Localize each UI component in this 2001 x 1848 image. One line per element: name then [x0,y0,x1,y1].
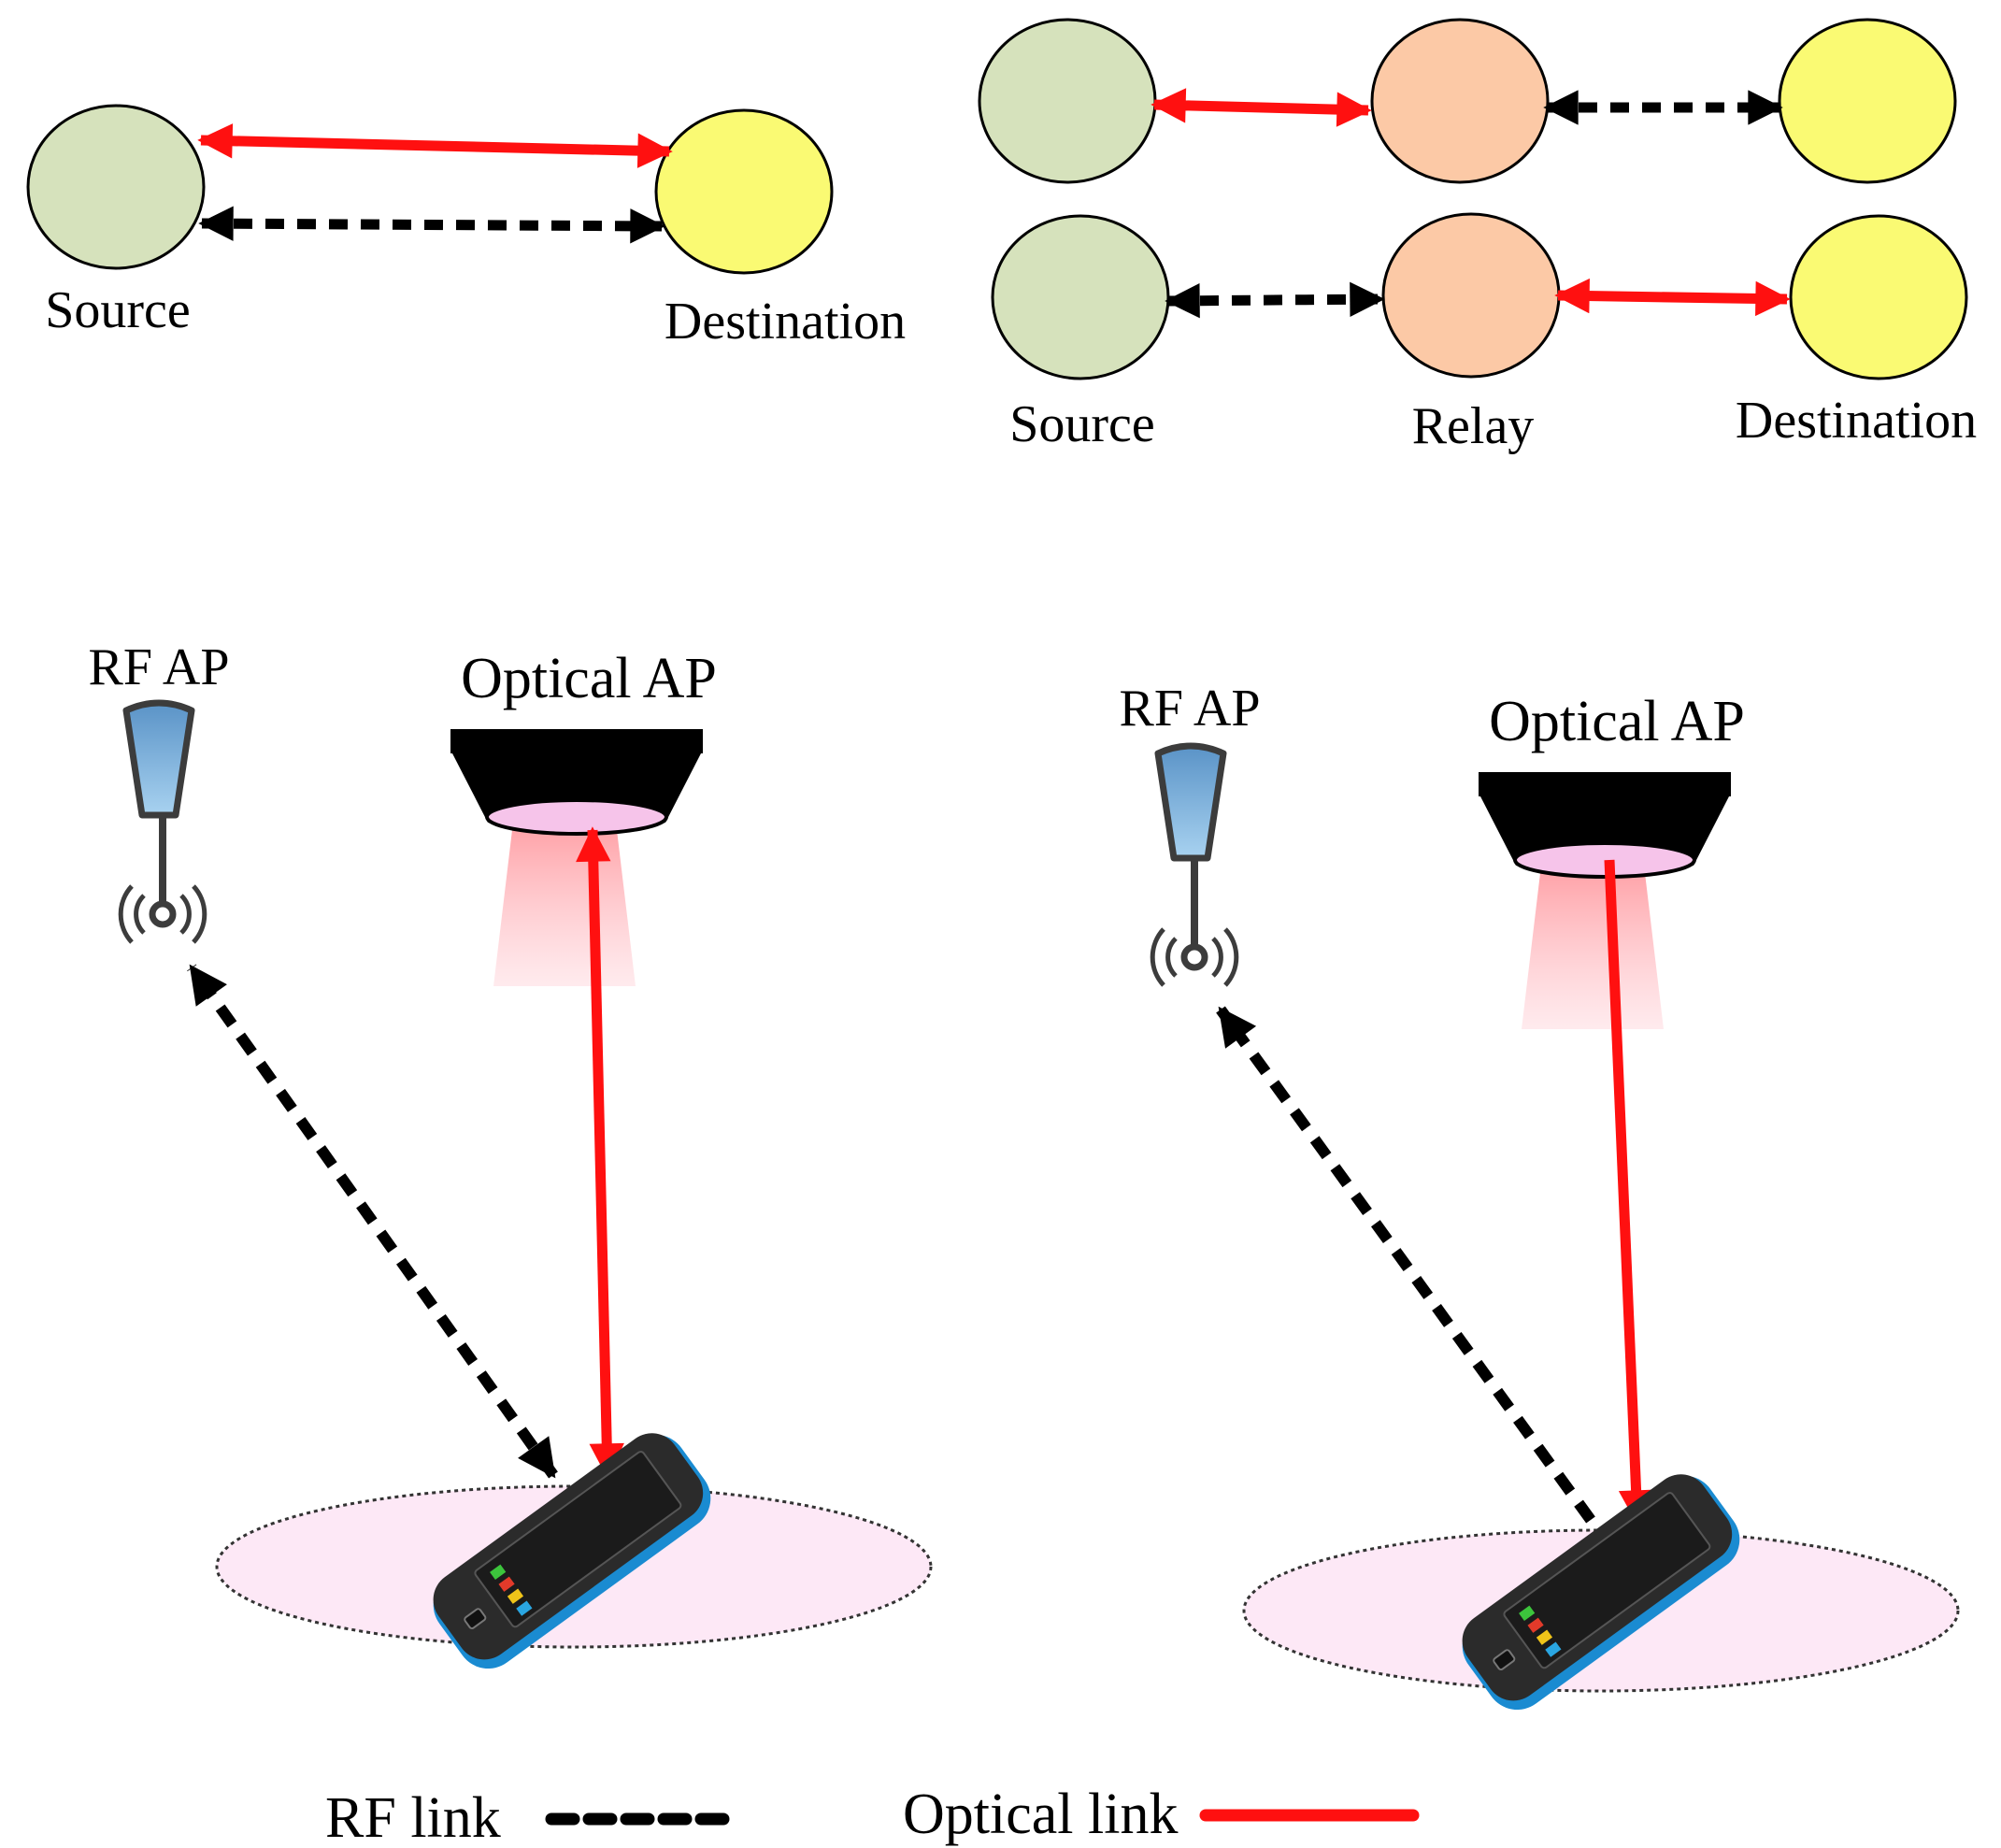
legend-rf-link-label: RF link [325,1786,501,1848]
destination-label: Destination [665,293,906,351]
optical-link-arrow [1604,859,1654,1526]
optical-link-arrow [1554,278,1791,317]
optical-link-arrow [1151,88,1372,127]
source-node [991,214,1170,380]
hybrid-scenario-unidirectional: RF AP Optical AP [1120,680,1960,1711]
relay-node [1370,18,1550,184]
relay-link-diagram: Source Relay Destination [978,18,1977,455]
source-label: Source [1009,395,1155,453]
optical-ap-label: Optical AP [1489,690,1745,753]
source-node [26,104,206,270]
rf-ap-label: RF AP [89,638,230,696]
hybrid-scenario-bidirectional: RF AP Optical AP [89,638,933,1669]
destination-node [654,108,834,275]
phone-icon [433,1433,711,1669]
destination-node [1778,18,1957,184]
rf-link-arrow [1216,1006,1595,1524]
optical-ap-label: Optical AP [461,647,717,710]
optical-link-arrow [576,826,624,1479]
relay-node [1381,212,1561,379]
light-beam [493,830,636,986]
legend-optical-link-label: Optical link [903,1783,1178,1846]
rf-ap-label: RF AP [1120,680,1261,738]
antenna-icon [118,699,207,944]
rf-link-arrow [187,964,558,1479]
optical-link-arrow [197,123,673,168]
phone-icon [1462,1474,1740,1711]
legend: RF link Optical link [325,1783,1420,1848]
relay-label: Relay [1412,397,1535,455]
rf-link-arrow [1165,281,1385,319]
optical-ap-icon [450,729,703,986]
direct-link-diagram: Source Destination [26,104,906,351]
rf-link-arrow [198,206,665,244]
optical-ap-icon [1479,772,1731,1029]
source-label: Source [45,281,191,339]
antenna-icon [1150,742,1239,987]
source-node [978,18,1157,184]
light-beam [1522,873,1664,1029]
destination-node [1789,214,1968,380]
destination-label: Destination [1736,392,1977,450]
